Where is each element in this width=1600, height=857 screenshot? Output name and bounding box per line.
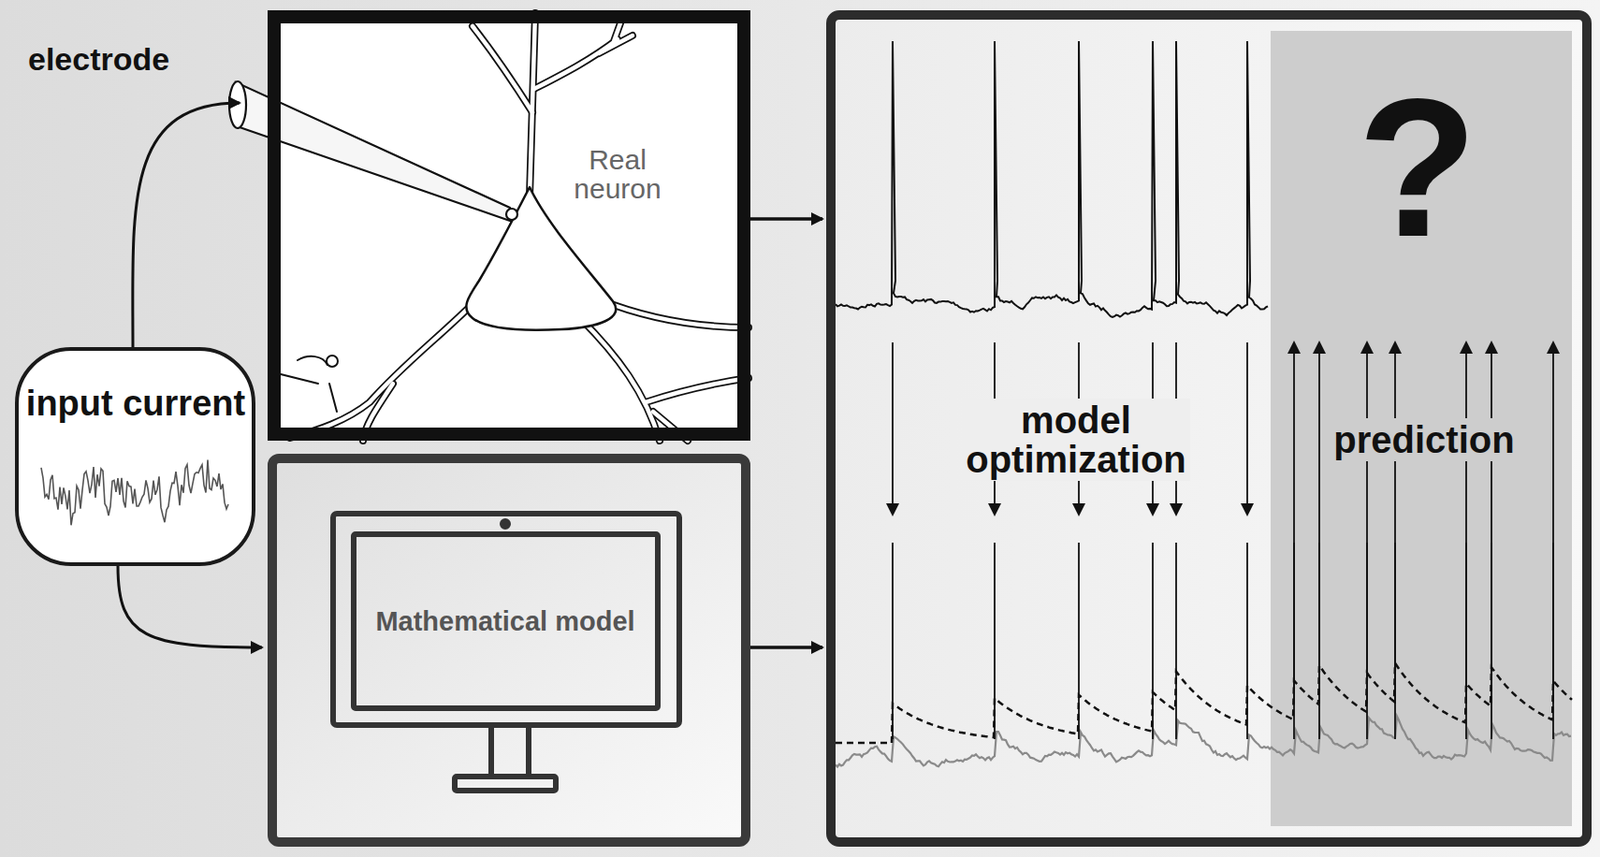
flow-arrow: [750, 645, 823, 650]
flow-arrow: [117, 566, 262, 648]
input-trace: [41, 460, 229, 526]
flow-arrow: [750, 217, 823, 221]
input-box: input current: [14, 347, 256, 567]
result-panel: ? prediction model optimization: [826, 10, 1592, 847]
model-spike: [993, 542, 996, 740]
down-arrow: [1246, 342, 1249, 515]
up-arrow: [1293, 342, 1295, 704]
node-title: model optimization: [961, 398, 1191, 481]
up-arrow: [1552, 342, 1555, 704]
input-noise: [41, 460, 229, 526]
model-trace: [835, 716, 1571, 768]
model-fill: [267, 453, 751, 847]
node-title: input current: [25, 385, 247, 423]
neuron-panel: Real neuron: [267, 10, 751, 441]
prediction-region: ? prediction: [1270, 30, 1572, 827]
up-arrow: [1366, 342, 1368, 704]
input-fill: [14, 347, 256, 567]
up-arrow: [1490, 342, 1493, 704]
node-title: Mathematical model: [364, 607, 646, 636]
model-spike: [1151, 542, 1154, 740]
node-title: Real neuron: [552, 145, 684, 204]
threshold-trace: [835, 663, 1572, 743]
flow-arrow: [132, 102, 240, 348]
model-spike: [1175, 542, 1178, 740]
up-arrow: [1465, 342, 1468, 704]
up-arrow: [1394, 342, 1397, 704]
model-panel: Mathematical model: [267, 453, 751, 847]
down-arrow: [891, 342, 894, 515]
node-title: prediction: [1329, 418, 1518, 462]
model-spike: [1077, 542, 1080, 740]
neuron-drawing: [280, 13, 749, 441]
model-spike: [891, 542, 894, 740]
measured-trace: [835, 41, 1268, 318]
up-arrow: [1318, 342, 1321, 704]
part-label: electrode: [28, 41, 170, 78]
panel-fill: [826, 10, 1592, 847]
prediction-shade: [1270, 30, 1572, 827]
voltage-traces: [835, 41, 1572, 768]
question-mark: ?: [1323, 65, 1512, 273]
model-spike: [1246, 542, 1249, 740]
monitor-icon: [333, 513, 680, 791]
neuron-fill: [267, 10, 751, 441]
